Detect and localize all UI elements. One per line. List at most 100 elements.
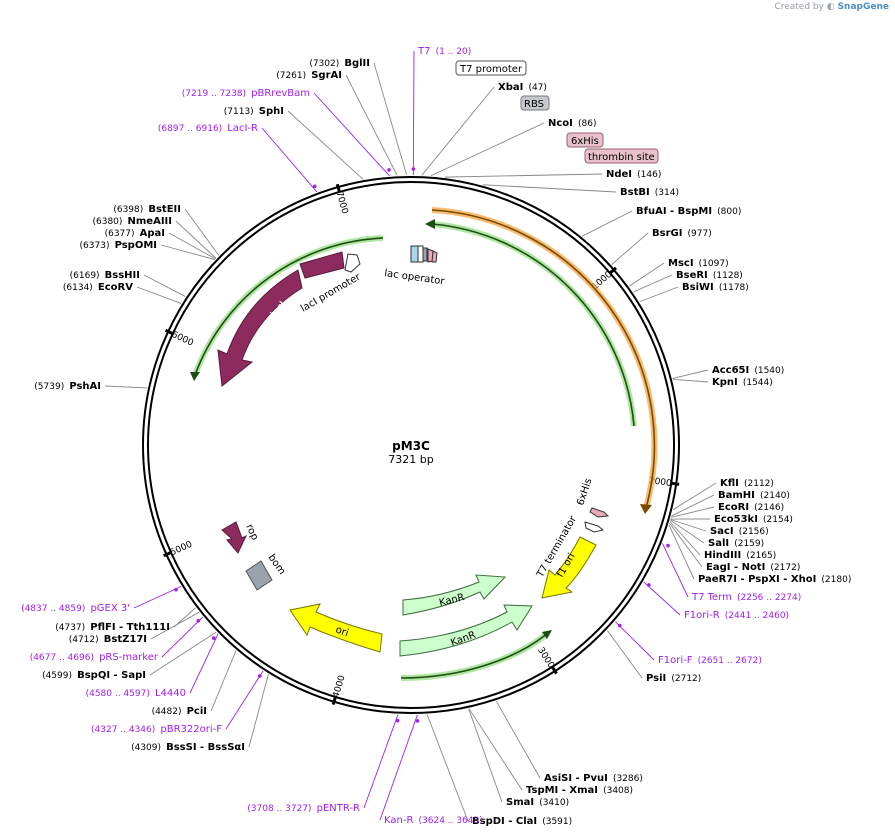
primer-site-9 (196, 619, 201, 623)
enzyme-left-11: (4712) BstZ17I (69, 634, 147, 645)
enzyme-right-pos-4: (800) (717, 207, 741, 217)
enzyme-right-2: NdeI (146) (606, 169, 661, 180)
site-labels: XbaI (47)NcoI (86)NdeI (146)BstBI (314)B… (21, 46, 851, 827)
enzyme-right-11: KflI (2112) (720, 478, 774, 489)
enzyme-right-text-1: NcoI (86) (548, 111, 596, 130)
enzyme-right-name-4: BfuAI - BspMI (636, 206, 712, 217)
enzyme-right-name-16: SalI (708, 538, 729, 549)
primer-name-4: F1ori-R (684, 610, 720, 621)
enzyme-bottom-pos-1: (3408) (603, 786, 633, 796)
enzyme-right-pos-2: (146) (637, 170, 661, 180)
primer-site-10 (211, 636, 216, 640)
primer-leader-11 (225, 670, 264, 730)
enzyme-right-19: PaeR7I - PspXI - XhoI (2180) (698, 574, 851, 585)
enzyme-left-name-6: PspOMI (115, 240, 157, 251)
enzyme-left-name-3: BstEII (148, 204, 181, 215)
boxed-t7-promoter: T7 promoter (455, 60, 527, 76)
enzyme-right-text-4: BfuAI - BspMI (800) (636, 199, 741, 218)
enzyme-right-pos-9: (1540) (754, 366, 784, 376)
enzyme-right-15: SacI (2156) (710, 519, 769, 538)
enzyme-right-name-13: EcoRI (718, 502, 749, 513)
enzyme-left-text-1: (7261) SgrAI (276, 63, 342, 82)
enzyme-left-name-1: SgrAI (311, 70, 342, 81)
primer-name-1: pBRrevBam (251, 88, 310, 99)
enzyme-left-text-10: (4737) PflFI - Tth111I (55, 615, 170, 634)
enzyme-right-text-5: BsrGI (977) (652, 221, 712, 240)
enzyme-bottom-pos-3: (3591) (542, 817, 572, 827)
enzyme-right-text-20: PsiI (2712) (646, 666, 701, 685)
primer-pos-5: (2651 .. 2672) (698, 656, 762, 666)
boxed-rbs-label: RBS (524, 99, 544, 110)
enzyme-right-leader-10 (672, 378, 709, 383)
enzyme-left-7: (6169) BssHII (70, 270, 140, 281)
snapgene-logo-icon: ◐ (826, 2, 835, 12)
enzyme-bottom-text-0: AsiSI - PvuI (3286) (544, 766, 643, 785)
tick-mark-2000 (670, 481, 680, 486)
enzyme-left-name-4: NmeAIII (128, 216, 172, 227)
orf-outer-orange (431, 207, 658, 509)
enzyme-right-leader-7 (633, 274, 673, 293)
enzyme-right-name-20: PsiI (646, 673, 666, 684)
enzyme-right-pos-6: (1097) (699, 259, 729, 269)
backbone-inner (147, 181, 675, 709)
enzyme-left-leader-14 (248, 674, 269, 748)
tick-label-5000: 5000 (169, 540, 194, 559)
enzyme-right-pos-12: (2140) (760, 491, 790, 501)
enzyme-left-pos-13: (4482) (152, 707, 182, 717)
enzyme-right-name-3: BstBI (620, 187, 650, 198)
enzyme-left-leader-12 (149, 631, 217, 676)
enzyme-right-13: EcoRI (2146) (718, 495, 784, 514)
enzyme-right-text-0: XbaI (47) (498, 75, 547, 94)
enzyme-right-name-6: MscI (668, 258, 694, 269)
enzyme-right-text-7: BseRI (1128) (676, 263, 743, 282)
his-arrow-lower (589, 507, 610, 518)
orf-laci-green-core (194, 237, 384, 376)
enzyme-bottom-text-2: SmaI (3410) (506, 790, 569, 809)
enzyme-left-text-6: (6373) PspOMI (80, 233, 157, 252)
enzyme-right-pos-10: (1544) (743, 378, 773, 388)
enzyme-left-leader-11 (150, 611, 200, 640)
enzyme-right-text-18: EagI - NotI (2172) (706, 555, 800, 574)
enzyme-left-pos-9: (5739) (34, 382, 64, 392)
enzyme-right-name-17: HindIII (704, 550, 741, 561)
enzyme-left-pos-3: (6398) (113, 205, 143, 215)
enzyme-left-pos-4: (6380) (92, 217, 122, 227)
enzyme-left-pos-12: (4599) (42, 671, 72, 681)
tick-mark-6000 (164, 328, 174, 336)
primer-4: F1ori-R (2441 .. 2460) (684, 610, 789, 621)
tick-mark-1000 (609, 266, 618, 275)
enzyme-left-text-2: (7113) SphI (224, 99, 284, 118)
enzyme-left-leader-4 (175, 220, 217, 259)
primer-5: F1ori-F (2651 .. 2672) (658, 655, 762, 666)
enzyme-left-pos-2: (7113) (224, 107, 254, 117)
orf-laci-arrowhead (190, 372, 200, 381)
boxed-6xhis-label: 6xHis (571, 136, 599, 147)
boxed-6xhis: 6xHis (566, 132, 604, 148)
enzyme-right-text-15: SacI (2156) (710, 519, 769, 538)
enzyme-right-pos-20: (2712) (671, 674, 701, 684)
enzyme-left-name-0: BglII (344, 58, 370, 69)
primer-leader-8 (133, 586, 182, 609)
enzyme-left-name-14: BssSI - BssSαI (166, 742, 245, 753)
enzyme-right-text-13: EcoRI (2146) (718, 495, 784, 514)
orf-kanr-arrowhead (542, 630, 552, 639)
primer-site-8 (174, 587, 178, 592)
primer-site-6 (395, 718, 400, 723)
primer-text-9: (4677 .. 4696) pRS-marker (30, 645, 159, 664)
primer-pos-0: (1 .. 20) (436, 47, 472, 57)
tick-mark-5000 (163, 551, 172, 558)
enzyme-left-name-7: BssHII (105, 270, 140, 281)
primer-pos-1: (7219 .. 7238) (182, 89, 246, 99)
lac-operator-label: lac operator (384, 268, 446, 287)
boxed-thrombin: thrombin site (584, 148, 659, 164)
enzyme-right-leader-1 (430, 122, 545, 177)
primer-text-1: (7219 .. 7238) pBRrevBam (182, 81, 310, 100)
primer-6: (3708 .. 3727) pENTR-R (247, 803, 360, 814)
primer-leader-10 (189, 633, 219, 694)
enzyme-right-leader-18 (669, 522, 703, 568)
enzyme-left-6: (6373) PspOMI (80, 233, 157, 252)
leader-lines (104, 50, 717, 822)
enzyme-left-name-11: BstZ17I (104, 634, 147, 645)
enzyme-left-pos-5: (6377) (105, 229, 135, 239)
primer-3: T7 Term (2256 .. 2274) (691, 592, 801, 603)
